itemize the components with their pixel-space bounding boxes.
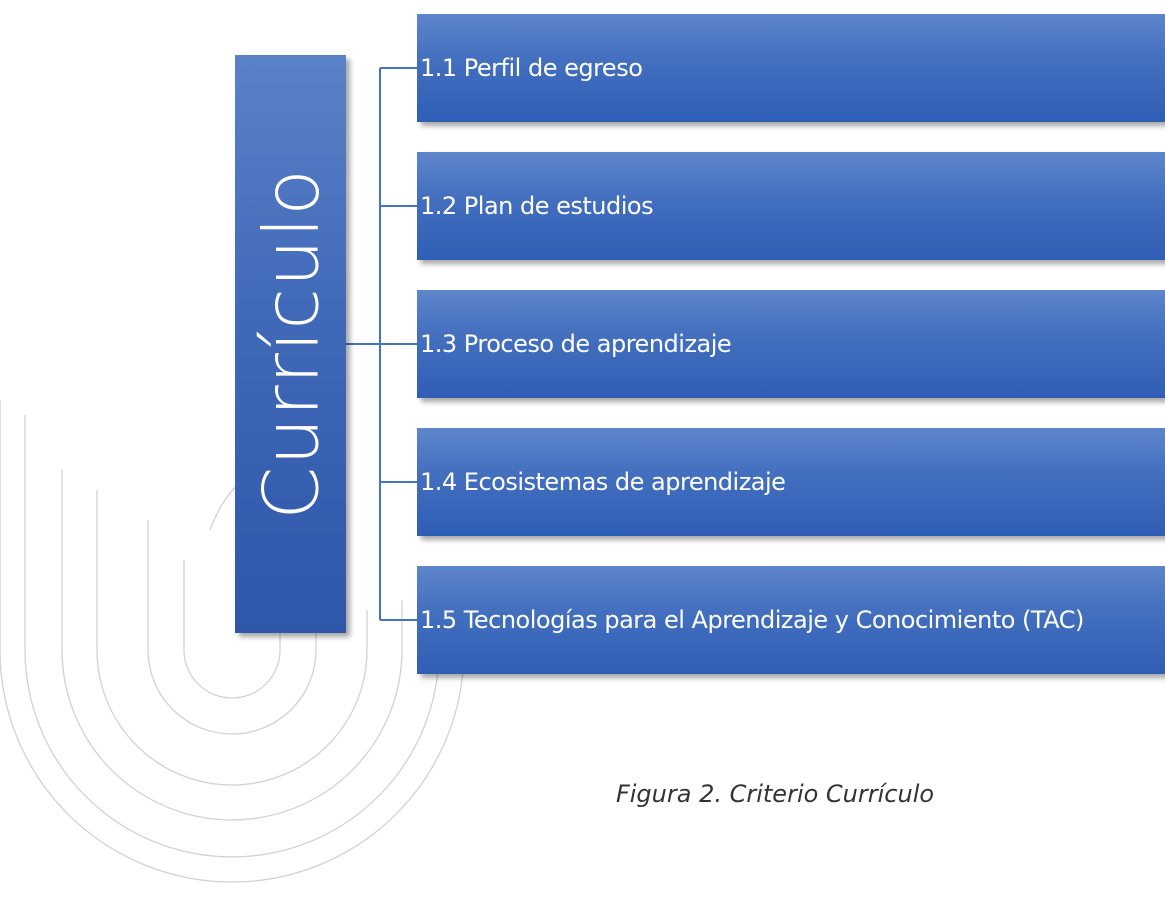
- watermark-arc-4: [96, 490, 368, 786]
- child-node-plan-de-estudios: 1.2 Plan de estudios: [417, 152, 1165, 260]
- child-node-ecosistemas-de-aprendizaje: 1.4 Ecosistemas de aprendizaje: [417, 428, 1165, 536]
- watermark-arc-3: [61, 470, 403, 821]
- root-node-label: Currículo: [246, 168, 335, 520]
- child-node-proceso-de-aprendizaje: 1.3 Proceso de aprendizaje: [417, 290, 1165, 398]
- child-node-label: 1.1 Perfil de egreso: [420, 54, 643, 82]
- child-node-label: 1.3 Proceso de aprendizaje: [420, 330, 732, 358]
- child-node-label: 1.2 Plan de estudios: [420, 192, 654, 220]
- child-node-label: 1.5 Tecnologías para el Aprendizaje y Co…: [420, 606, 1084, 634]
- watermark-arc-2: [24, 415, 440, 858]
- child-node-perfil-de-egreso: 1.1 Perfil de egreso: [417, 14, 1165, 122]
- child-node-label: 1.4 Ecosistemas de aprendizaje: [420, 468, 786, 496]
- watermark-arc-5: [147, 520, 317, 735]
- watermark-arc-outer: [0, 400, 465, 883]
- figure-caption: Figura 2. Criterio Currículo: [615, 780, 935, 808]
- child-node-tecnologias-tac: 1.5 Tecnologías para el Aprendizaje y Co…: [417, 566, 1165, 674]
- watermark-arc-inner: [183, 560, 281, 699]
- root-node-curriculo: Currículo: [235, 55, 346, 633]
